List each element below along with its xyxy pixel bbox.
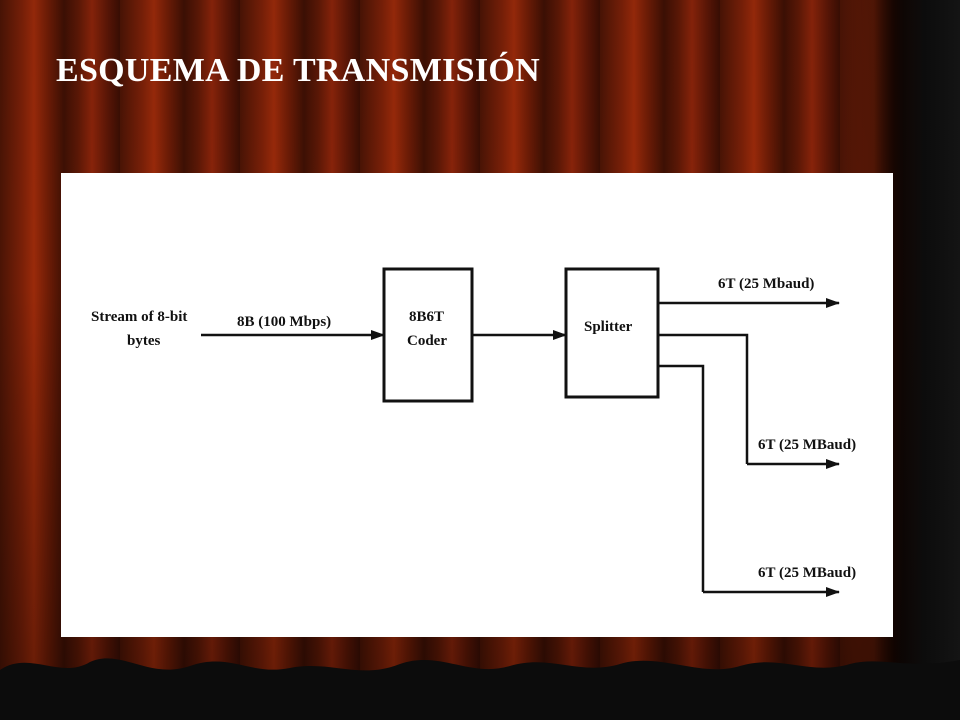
input-label-line1: Stream of 8-bit	[91, 309, 187, 325]
slide-title: ESQUEMA DE TRANSMISIÓN	[56, 52, 540, 89]
output-2-connector	[658, 333, 749, 464]
transmission-diagram: Stream of 8-bit bytes 8B (100 Mbps) 8B6T…	[91, 267, 856, 597]
splitter-box	[564, 267, 660, 399]
coder-label-line1: 8B6T	[409, 309, 444, 325]
output-1-label: 6T (25 Mbaud)	[718, 276, 814, 292]
input-label-line2: bytes	[127, 333, 160, 349]
stage-floor	[0, 658, 960, 720]
output-3-label: 6T (25 MBaud)	[758, 565, 856, 581]
coder-label-line2: Coder	[407, 333, 447, 349]
output-2-label: 6T (25 MBaud)	[758, 437, 856, 453]
splitter-label: Splitter	[584, 319, 633, 335]
diagram-panel: Stream of 8-bit bytes 8B (100 Mbps) 8B6T…	[61, 173, 893, 637]
input-arrow-label: 8B (100 Mbps)	[237, 314, 331, 330]
output-3-connector	[658, 364, 705, 592]
